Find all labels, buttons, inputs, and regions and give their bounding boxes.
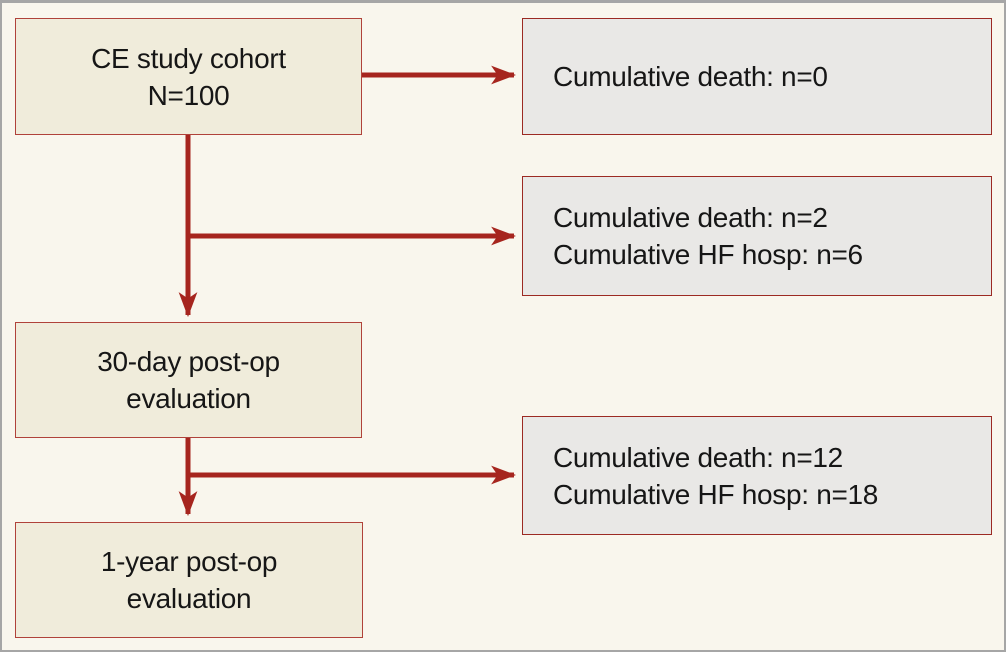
stage-box-line: 30-day post-op [97, 346, 280, 377]
outcome-box-30-day: Cumulative death: n=2 Cumulative HF hosp… [522, 176, 992, 296]
stage-box-1-year-post-op: 1-year post-op evaluation [15, 522, 363, 638]
stage-box-line: N=100 [147, 79, 230, 111]
stage-box-line: CE study cohort [91, 42, 286, 74]
stage-box-ce-cohort: CE study cohort N=100 [15, 18, 362, 135]
stage-box-line: 1-year post-op [100, 546, 278, 577]
stage-box-line: evaluation [126, 583, 252, 614]
stage-box-line: evaluation [126, 383, 251, 414]
stage-box-30-day-post-op: 30-day post-op evaluation [15, 322, 362, 438]
outcome-box-baseline: Cumulative death: n=0 [522, 18, 992, 135]
outcome-box-line: Cumulative HF hosp: n=18 [553, 478, 879, 510]
outcome-box-1-year: Cumulative death: n=12 Cumulative HF hos… [522, 416, 992, 535]
outcome-box-line: Cumulative death: n=12 [553, 441, 843, 473]
outcome-box-line: Cumulative death: n=0 [553, 61, 828, 92]
outcome-box-line: Cumulative HF hosp: n=6 [553, 239, 863, 270]
outcome-box-line: Cumulative death: n=2 [553, 202, 828, 233]
